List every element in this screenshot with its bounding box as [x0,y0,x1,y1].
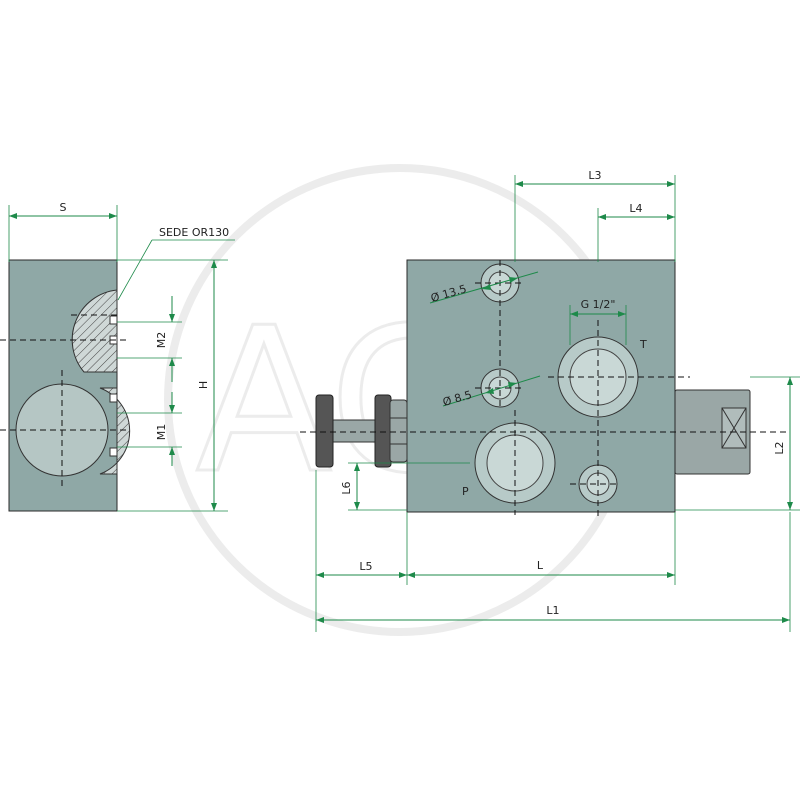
sede-label: SEDE OR130 [159,226,229,239]
adjust-knob [315,394,334,468]
port-p-label: P [462,485,469,498]
dim-m2-label: M2 [155,332,168,349]
dim-l6-label: L6 [340,481,353,494]
dim-s-label: S [60,201,67,214]
dim-l5-label: L5 [359,560,372,573]
dim-h-label: H [197,381,210,389]
or-seat-section [71,289,118,373]
dim-l1-label: L1 [546,604,559,617]
dim-l-label: L [537,559,544,572]
dim-g12-label: G 1/2" [581,298,616,311]
dim-l3-label: L3 [588,169,601,182]
port-t-label: T [639,338,647,351]
side-view: S SEDE OR130 M2 M1 H [0,201,235,512]
dim-m1-label: M1 [155,424,168,441]
dim-l2-label: L2 [773,441,786,454]
lock-nut [374,394,392,468]
hex-nut [389,399,408,463]
front-view: L3 L4 Ø 13.5 G 1/2" T Ø 8.5 P [300,169,800,632]
dim-l4-label: L4 [629,202,642,215]
adjust-stem [329,419,383,443]
